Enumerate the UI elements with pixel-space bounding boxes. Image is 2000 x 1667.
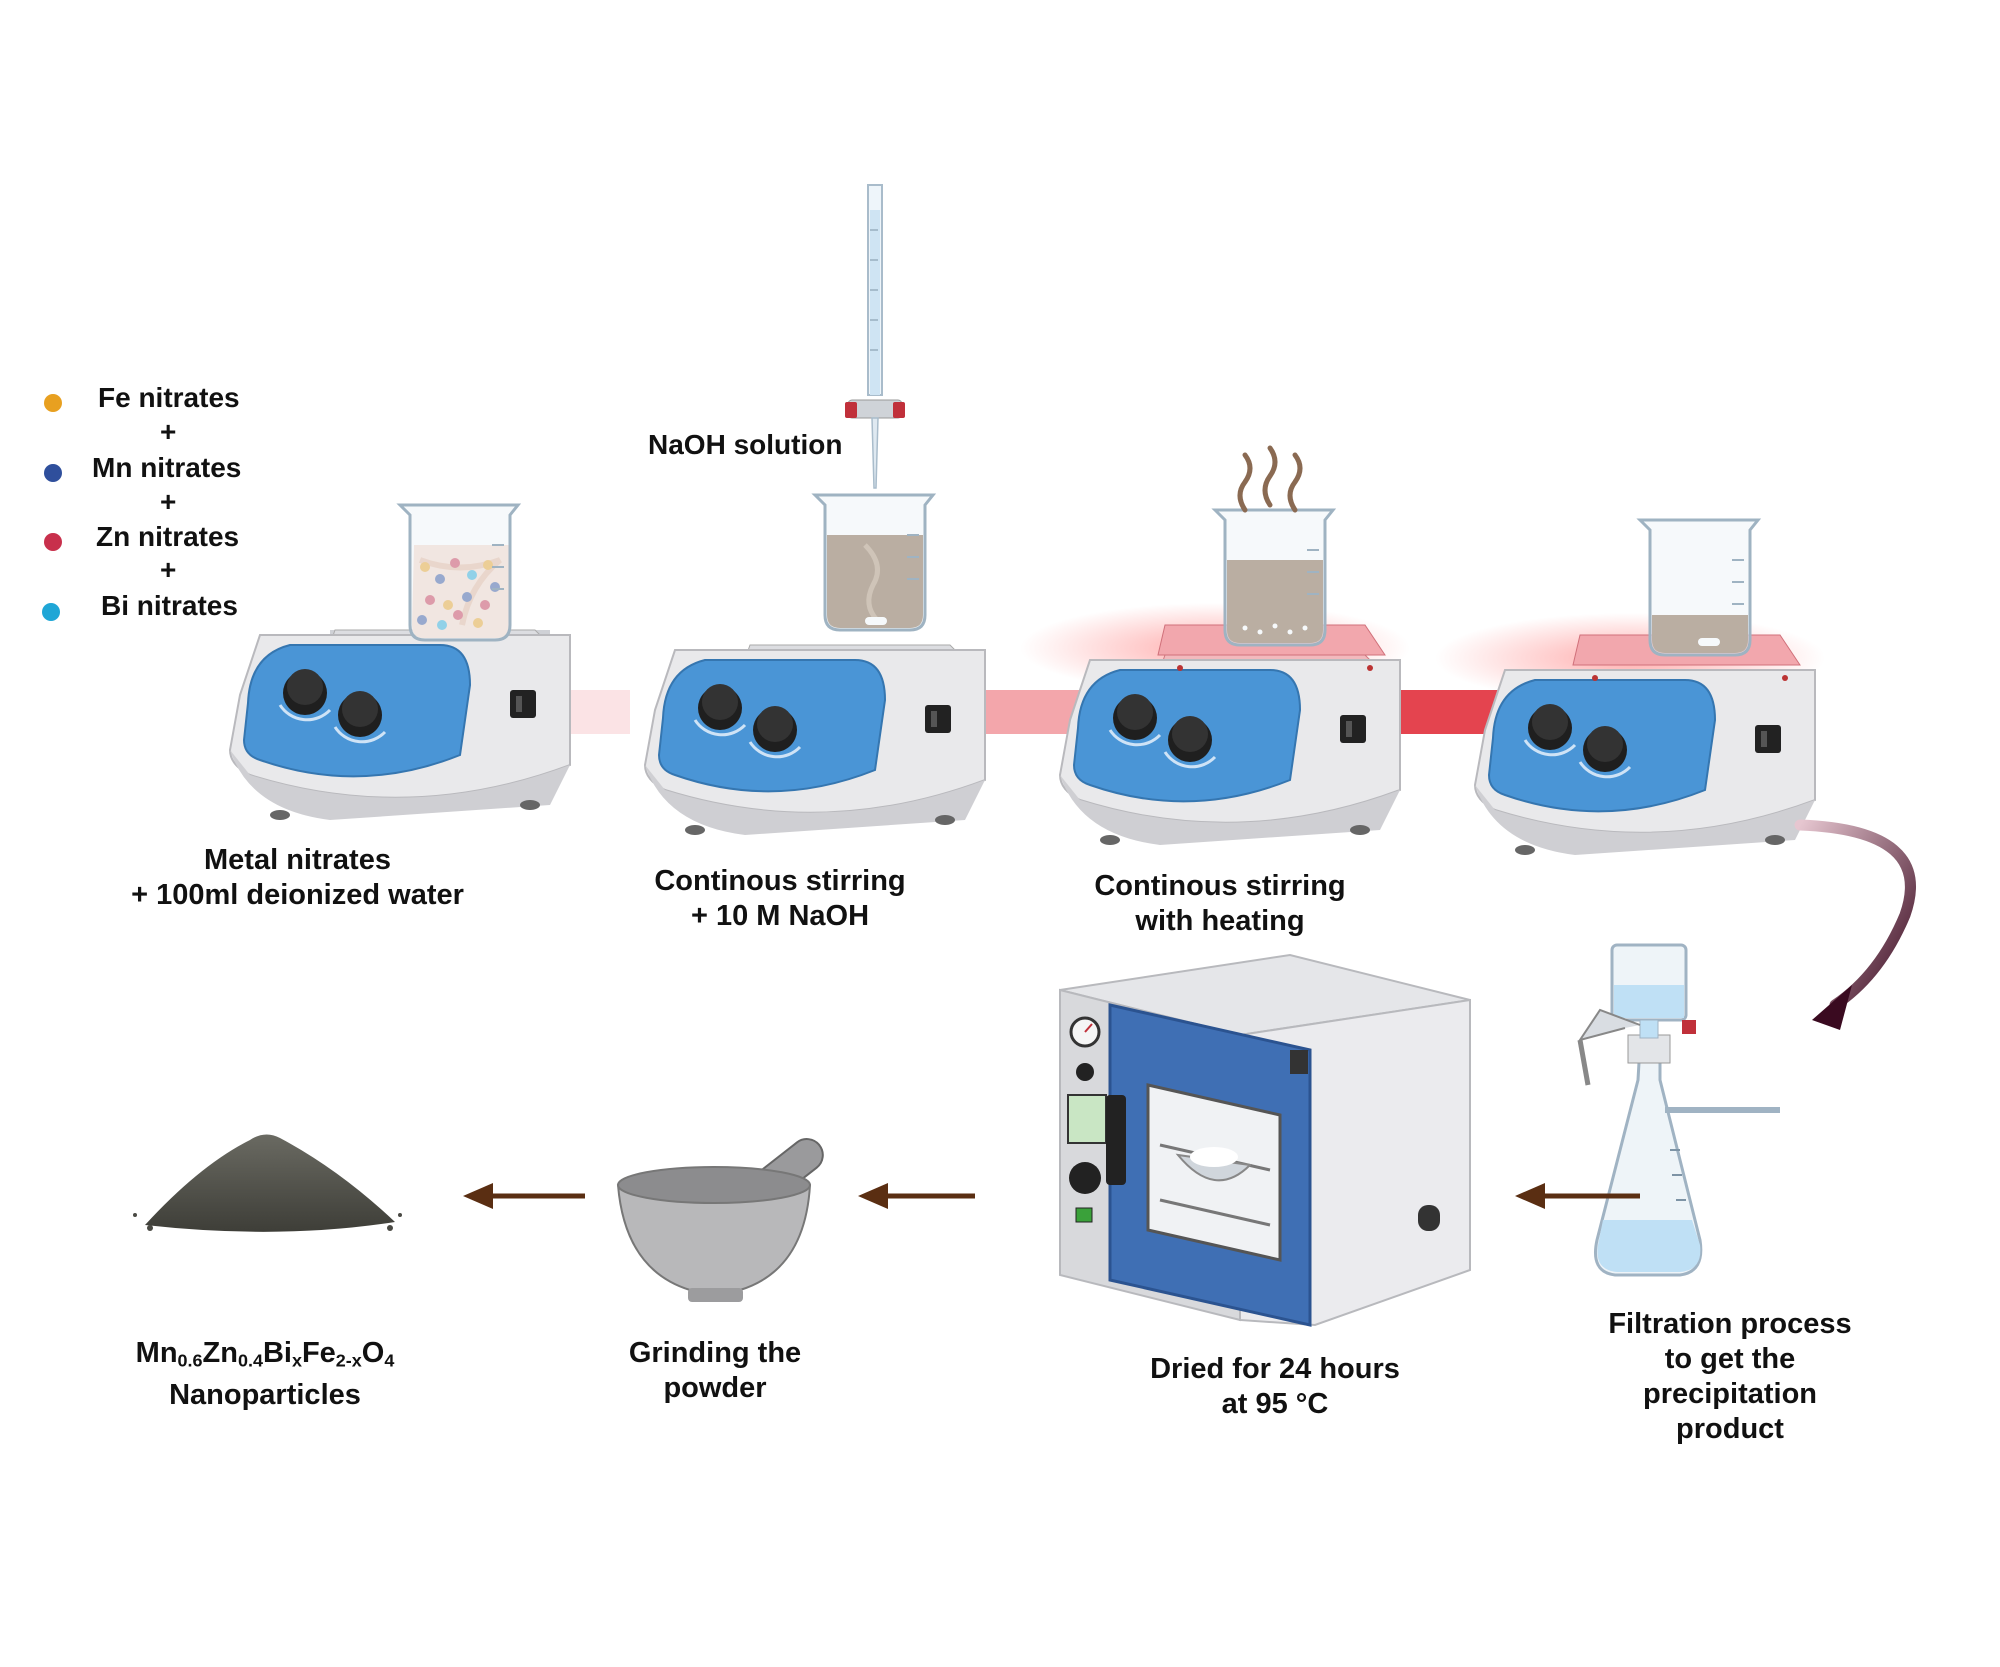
steam-icon	[1237, 445, 1303, 513]
beaker-naoh-mix	[813, 493, 935, 632]
step-4-line-1: Filtration process	[1608, 1308, 1852, 1340]
formula-o-sub: 4	[384, 1350, 395, 1371]
stirrer-station-1	[228, 629, 572, 822]
step-4-line-3: precipitation	[1642, 1378, 1817, 1410]
curved-arrow-head	[1812, 985, 1852, 1030]
formula-zn: Zn	[202, 1337, 238, 1369]
heating-band-1	[560, 690, 630, 734]
step-6-line-1: Grinding the	[628, 1337, 802, 1369]
step-6-line-2: powder	[663, 1372, 767, 1404]
arrow-left-2	[858, 1183, 975, 1209]
drying-oven	[1059, 953, 1471, 1327]
legend-fe: Fe nitrates	[98, 382, 240, 413]
legend-zn: Zn nitrates	[96, 521, 240, 552]
legend-mn: Mn nitrates	[92, 452, 242, 483]
bi-dot-icon	[42, 603, 60, 621]
step-1-line-1: Metal nitrates	[204, 844, 391, 876]
mortar-and-pestle	[616, 1138, 824, 1302]
powder-pile	[133, 1134, 402, 1232]
legend-plus: +	[160, 486, 177, 517]
stirrer-station-3	[1058, 654, 1402, 847]
stirrer-station-2	[643, 644, 987, 837]
step-3-label: Continous stirring with heating	[1050, 869, 1390, 939]
step-2-line-1: Continous stirring	[654, 865, 906, 897]
legend-plus: +	[160, 416, 177, 447]
naoh-label: NaOH solution	[648, 429, 843, 460]
formula-fe: Fe	[301, 1337, 336, 1369]
burette	[845, 184, 905, 489]
step-6-label: Grinding the powder	[580, 1336, 850, 1406]
step-5-line-2: at 95 °C	[1221, 1388, 1329, 1420]
filtration-apparatus	[1577, 943, 1780, 1277]
product-formula: Mn0.6Zn0.4BixFe2-xO4	[100, 1336, 430, 1378]
formula-mn-sub: 0.6	[177, 1350, 203, 1371]
zn-dot-icon	[44, 533, 62, 551]
step-2-line-2: + 10 M NaOH	[690, 900, 870, 932]
beaker-metal-nitrates	[398, 503, 520, 642]
formula-bi-sub: x	[291, 1350, 302, 1371]
fe-dot-icon	[44, 394, 62, 412]
step-7-line-2: Nanoparticles	[169, 1379, 361, 1412]
step-4-line-4: product	[1676, 1413, 1784, 1445]
stirrer-station-4	[1473, 668, 1817, 857]
step-2-label: Continous stirring + 10 M NaOH	[610, 864, 950, 934]
formula-zn-sub: 0.4	[237, 1350, 263, 1371]
step-4-label: Filtration process to get the precipitat…	[1575, 1307, 1885, 1447]
step-7-label: Mn0.6Zn0.4BixFe2-xO4 Nanoparticles	[100, 1336, 430, 1413]
mn-dot-icon	[44, 464, 62, 482]
arrow-left-3	[463, 1183, 585, 1209]
step-5-label: Dried for 24 hours at 95 °C	[1120, 1352, 1430, 1422]
formula-bi: Bi	[262, 1337, 292, 1369]
step-5-line-1: Dried for 24 hours	[1150, 1353, 1400, 1385]
step-1-line-2: + 100ml deionized water	[131, 879, 464, 911]
step-3-line-1: Continous stirring	[1094, 870, 1346, 902]
formula-o: O	[361, 1337, 385, 1369]
step-3-line-2: with heating	[1135, 905, 1305, 937]
step-4-line-2: to get the	[1664, 1343, 1796, 1375]
arrow-left-1	[1515, 1183, 1640, 1209]
legend-plus: +	[160, 554, 177, 585]
formula-fe-sub: 2-x	[335, 1350, 362, 1371]
step-1-label: Metal nitrates + 100ml deionized water	[100, 843, 495, 913]
beaker-precipitate	[1638, 518, 1760, 657]
formula-mn: Mn	[135, 1337, 178, 1369]
beaker-heated	[1213, 508, 1335, 647]
curved-arrow	[1794, 819, 1916, 1011]
legend-bi: Bi nitrates	[101, 590, 238, 621]
